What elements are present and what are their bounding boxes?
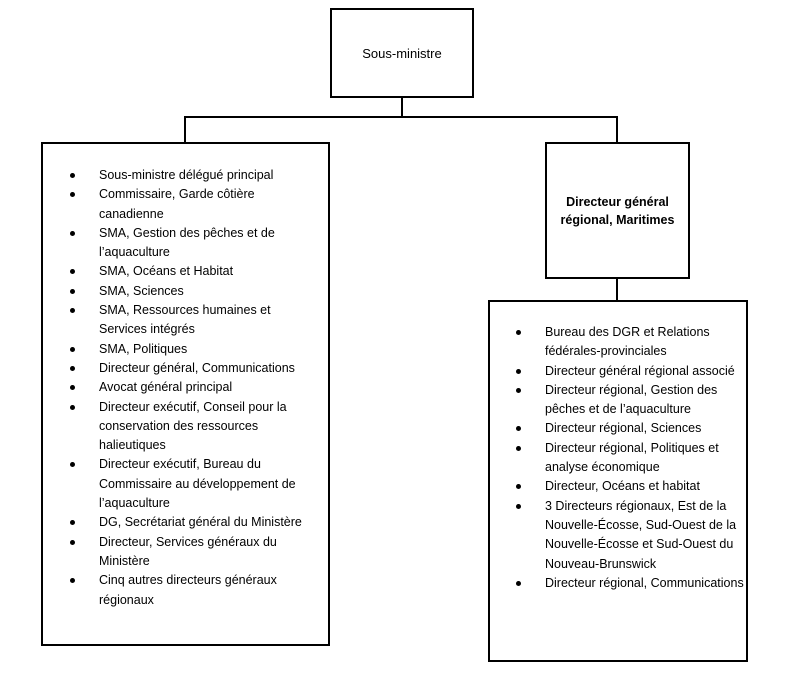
- list-item: SMA, Sciences: [70, 282, 320, 301]
- list-item: Directeur régional, Communications: [516, 574, 744, 593]
- list-item: Directeur régional, Gestion des pêches e…: [516, 381, 744, 420]
- list-item: Directeur général régional associé: [516, 362, 744, 381]
- list-item: Sous-ministre délégué principal: [70, 166, 320, 185]
- list-item: Directeur régional, Politiques et analys…: [516, 439, 744, 478]
- connector-horizontal: [184, 116, 618, 118]
- list-item: Directeur, Services généraux du Ministèr…: [70, 533, 320, 572]
- list-item: SMA, Océans et Habitat: [70, 262, 320, 281]
- list-item: Commissaire, Garde côtière canadienne: [70, 185, 320, 224]
- connector-top-vertical: [401, 97, 403, 118]
- list-item: Bureau des DGR et Relations fédérales-pr…: [516, 323, 744, 362]
- maritimes-region-list: Bureau des DGR et Relations fédérales-pr…: [516, 323, 744, 593]
- list-item: Directeur, Océans et habitat: [516, 477, 744, 496]
- regional-director-general-box: Directeur général régional, Maritimes: [545, 142, 690, 279]
- maritimes-region-box: Bureau des DGR et Relations fédérales-pr…: [488, 300, 748, 662]
- connector-right-lower: [616, 278, 618, 301]
- list-item: SMA, Gestion des pêches et de l’aquacult…: [70, 224, 320, 263]
- deputy-minister-box: Sous-ministre: [330, 8, 474, 98]
- list-item: Directeur général, Communications: [70, 359, 320, 378]
- deputy-minister-label: Sous-ministre: [362, 45, 442, 61]
- list-item: Directeur exécutif, Bureau du Commissair…: [70, 455, 320, 513]
- list-item: Cinq autres directeurs généraux régionau…: [70, 571, 320, 610]
- list-item: 3 Directeurs régionaux, Est de la Nouvel…: [516, 497, 744, 574]
- list-item: SMA, Politiques: [70, 340, 320, 359]
- list-item: Avocat général principal: [70, 378, 320, 397]
- list-item: Directeur régional, Sciences: [516, 419, 744, 438]
- list-item: SMA, Ressources humaines et Services int…: [70, 301, 320, 340]
- list-item: Directeur exécutif, Conseil pour la cons…: [70, 398, 320, 456]
- list-item: DG, Secrétariat général du Ministère: [70, 513, 320, 532]
- regional-director-general-label: Directeur général régional, Maritimes: [560, 194, 675, 227]
- connector-left-vertical: [184, 116, 186, 143]
- connector-right-vertical: [616, 116, 618, 143]
